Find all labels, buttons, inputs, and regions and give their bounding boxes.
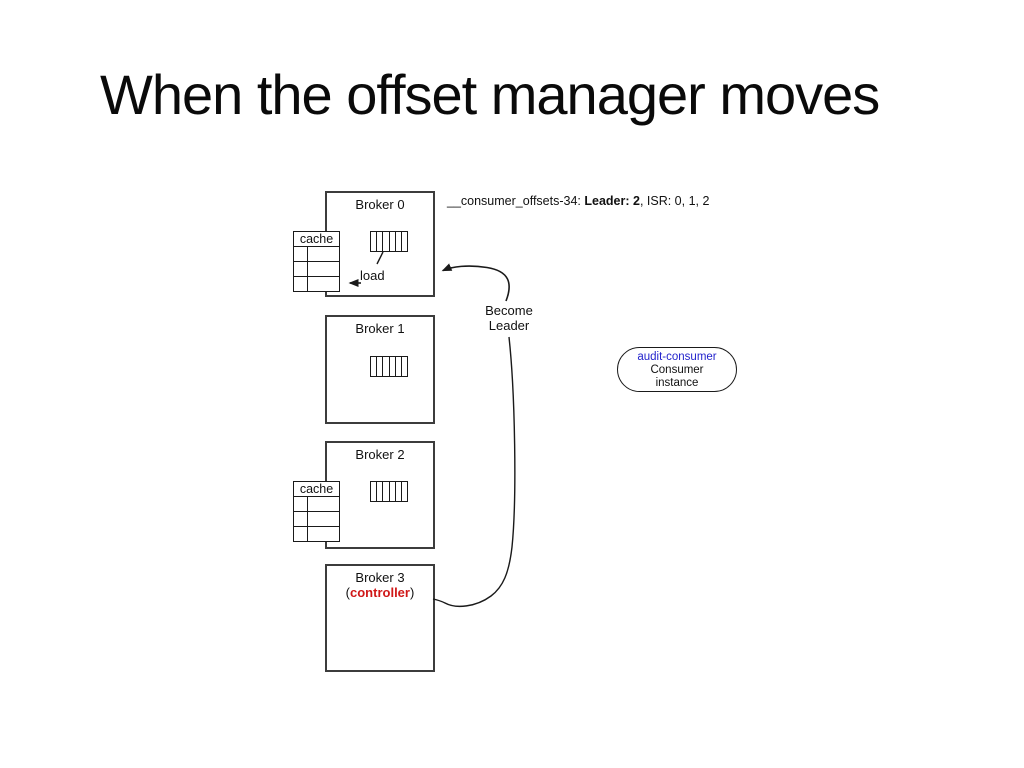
cache-table-row [294,247,339,262]
broker-1-label: Broker 1 [355,321,405,336]
controller-label: controller [350,585,410,600]
broker-0-label: Broker 0 [355,197,405,212]
partition-log-icon [370,481,408,502]
broker-3-box: Broker 3 (controller) [325,564,435,672]
consumer-line2: Consumer [650,364,704,376]
partition-log-icon [370,231,408,252]
cache-table-header: cache [294,232,339,247]
cache-table-row [294,512,339,527]
slide-title: When the offset manager moves [100,63,880,126]
controller-to-leader-curve [432,336,516,608]
consumer-instance-node: audit-consumer Consumer instance [617,347,737,392]
broker-2-label: Broker 2 [355,447,405,462]
consumer-name: audit-consumer [637,351,717,363]
annotation-prefix: __consumer_offsets-34: [447,194,585,208]
annotation-leader: Leader: 2 [584,194,640,208]
consumer-line3: instance [655,377,699,389]
load-label: load [360,268,385,283]
partition-log-icon [370,356,408,377]
broker-3-title: Broker 3 [355,570,405,585]
broker-3-controller-line: (controller) [345,585,415,600]
cache-table-row [294,277,339,291]
cache-table-row [294,527,339,541]
annotation-isr: , ISR: 0, 1, 2 [639,194,710,208]
cache-table-row [294,262,339,277]
topic-annotation: __consumer_offsets-34: Leader: 2, ISR: 0… [447,194,709,208]
become-leader-arrow [441,263,510,302]
cache-table-header: cache [294,482,339,497]
cache-table-row [294,497,339,512]
cache-table: cache [293,231,340,292]
cache-table: cache [293,481,340,542]
become-leader-label: Become Leader [485,303,533,333]
broker-3-label: Broker 3 (controller) [327,570,433,600]
